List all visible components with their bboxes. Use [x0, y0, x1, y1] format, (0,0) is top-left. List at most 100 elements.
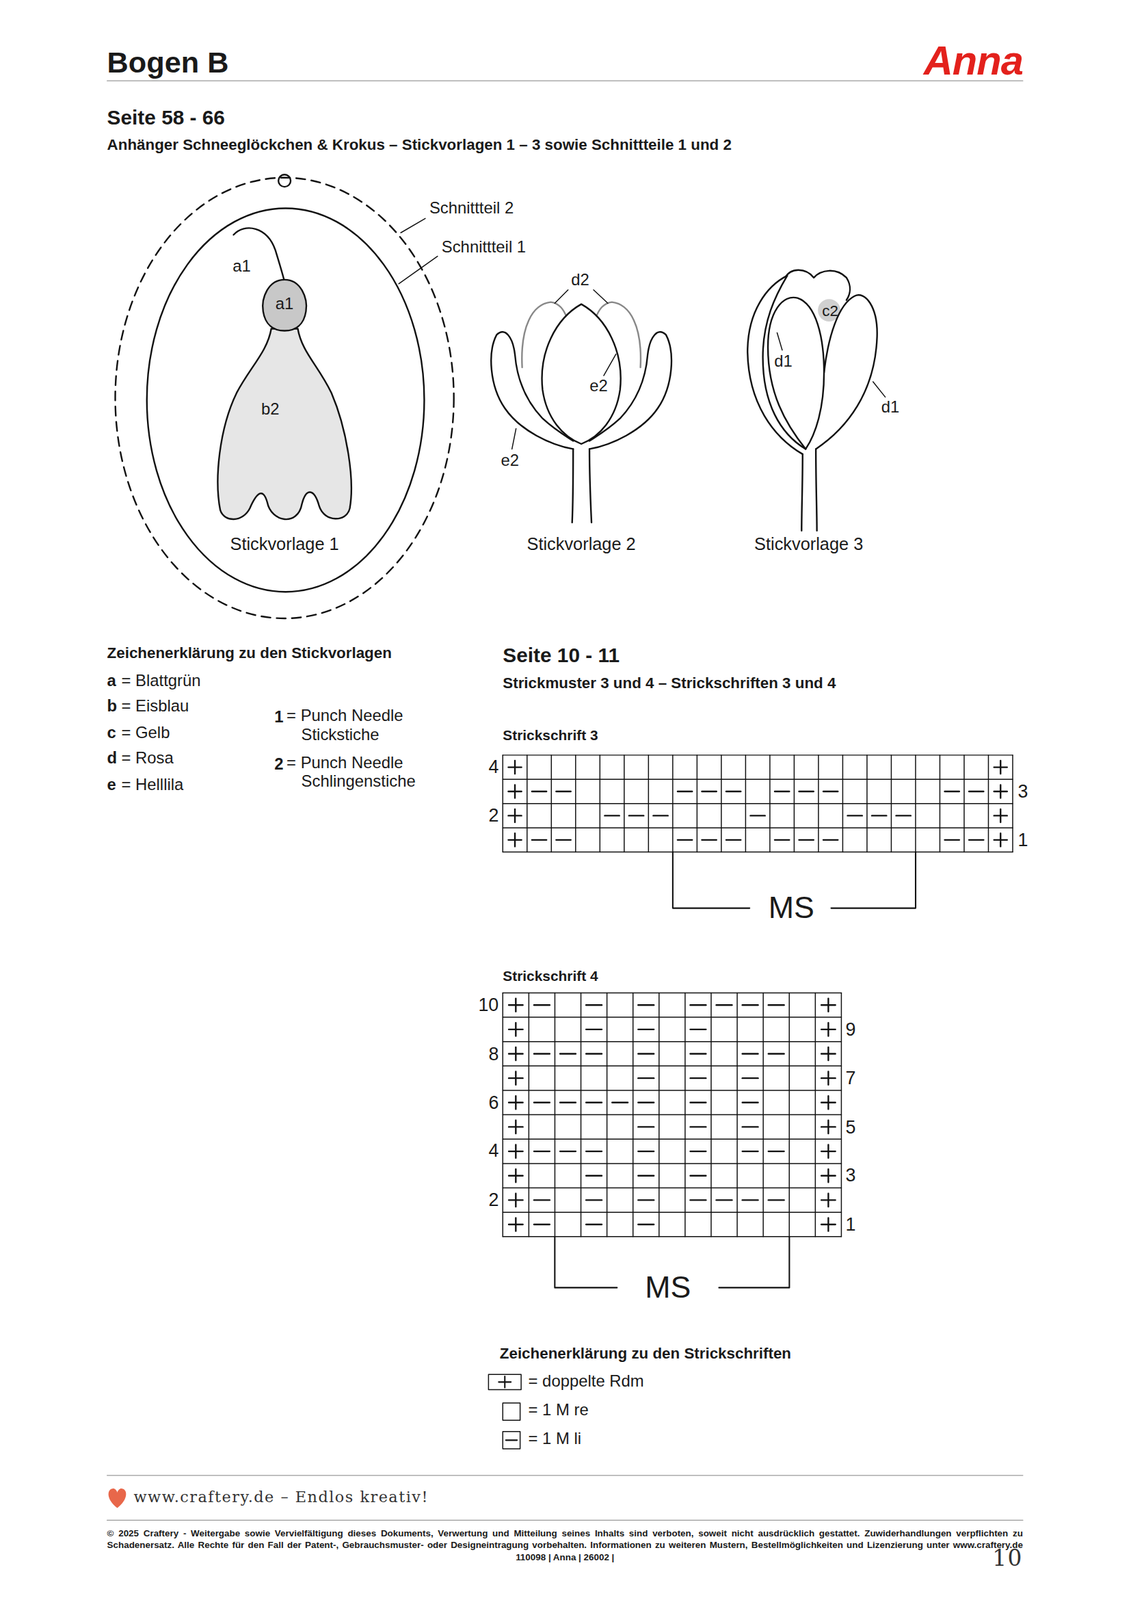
legend-text: = 1 M li	[528, 1428, 582, 1447]
knitting-chart	[502, 754, 1013, 853]
grid-line	[841, 992, 842, 1236]
minus-symbol	[586, 1028, 602, 1030]
minus-symbol	[586, 1198, 602, 1201]
minus-symbol	[768, 1198, 785, 1201]
plus-symbol	[821, 1022, 836, 1036]
grid-line	[890, 754, 892, 853]
symbol-sample	[488, 1373, 522, 1389]
symbol-sample	[502, 1402, 520, 1420]
figure-caption: Stickvorlage 1	[230, 534, 340, 555]
minus-symbol	[534, 1198, 550, 1201]
grid-line	[599, 754, 601, 853]
plus-symbol	[508, 784, 522, 798]
minus-symbol	[968, 790, 984, 792]
minus-symbol	[847, 814, 863, 816]
minus-symbol	[531, 839, 547, 841]
minus-symbol	[637, 1003, 654, 1006]
grid-line	[939, 754, 941, 853]
minus-symbol	[534, 1101, 550, 1103]
section-heading: Seite 10 - 11	[502, 642, 620, 667]
callout-label: d2	[570, 270, 590, 289]
plus-symbol	[821, 1193, 836, 1207]
grid-line	[914, 754, 916, 853]
row-number: 4	[488, 756, 499, 778]
minus-symbol	[799, 839, 814, 841]
legend-key: b	[107, 696, 118, 715]
minus-symbol	[534, 1052, 550, 1054]
row-number: 1	[845, 1213, 856, 1235]
grid-line	[842, 754, 844, 853]
grid-line	[502, 1138, 842, 1140]
minus-symbol	[799, 790, 814, 792]
minus-symbol	[534, 1003, 550, 1006]
plus-symbol	[821, 1046, 836, 1060]
grid-line	[575, 754, 576, 853]
minus-symbol	[560, 1052, 576, 1054]
grid-line	[745, 754, 747, 853]
minus-symbol	[604, 814, 619, 816]
minus-symbol	[690, 1101, 707, 1103]
leader-line	[776, 332, 782, 350]
minus-symbol	[742, 1076, 759, 1079]
minus-symbol	[690, 1052, 707, 1054]
flower-stem	[801, 448, 817, 530]
grid-line	[502, 1162, 842, 1164]
plus-symbol	[508, 1217, 524, 1231]
part-label: Schnittteil 2	[429, 198, 514, 218]
leader-line	[398, 256, 438, 284]
row-number: 9	[845, 1018, 856, 1040]
legend-text: = Rosa	[121, 748, 174, 767]
minus-symbol	[586, 1101, 602, 1103]
footer-rule	[107, 1519, 1023, 1521]
callout-label: a1	[275, 294, 295, 314]
figure-caption: Stickvorlage 3	[754, 534, 863, 555]
grid-line	[502, 1065, 842, 1067]
row-number: 10	[477, 994, 499, 1016]
minus-symbol	[555, 790, 571, 792]
legend-key: 1	[274, 707, 284, 727]
right-petal	[815, 294, 878, 449]
minus-symbol	[586, 1003, 602, 1006]
minus-symbol	[637, 1101, 654, 1103]
grid-line	[789, 992, 790, 1236]
plus-symbol	[821, 1168, 836, 1182]
footer-slogan: www.craftery.de – Endlos kreativ!	[133, 1488, 429, 1507]
minus-symbol	[968, 839, 984, 841]
center-petal	[542, 304, 621, 444]
minus-symbol	[742, 1150, 759, 1152]
minus-symbol	[690, 1174, 707, 1177]
grid-line	[528, 992, 530, 1236]
grid-line	[502, 1211, 842, 1212]
leader-line	[554, 289, 568, 303]
plus-symbol	[508, 808, 522, 822]
minus-symbol	[726, 790, 741, 792]
grid-line	[684, 992, 686, 1236]
minus-symbol	[742, 1125, 759, 1127]
minus-symbol	[742, 1003, 759, 1006]
knitting-chart	[502, 992, 842, 1236]
callout-label: b2	[261, 399, 280, 418]
leader-line	[603, 354, 617, 376]
legend-text: = Punch Needle Stickstiche	[286, 705, 442, 744]
legend-text: = Gelb	[121, 722, 170, 742]
chart-title: Strickschrift 4	[502, 967, 598, 984]
plus-symbol	[508, 760, 522, 774]
minus-symbol	[586, 1150, 602, 1152]
section-subtitle: Strickmuster 3 und 4 – Strickschriften 3…	[502, 674, 836, 693]
minus-symbol	[768, 1150, 785, 1152]
callout-label: e2	[500, 450, 520, 470]
grid-line	[502, 851, 1013, 853]
minus-symbol	[506, 1438, 517, 1441]
plus-symbol	[508, 1193, 524, 1207]
grid-line	[526, 754, 528, 853]
part-label: Schnittteil 1	[441, 237, 526, 256]
legend-text: = Blattgrün	[121, 670, 201, 690]
plus-symbol	[821, 1120, 836, 1134]
callout-label: d1	[774, 351, 793, 370]
minus-symbol	[586, 1052, 602, 1054]
cut-piece-outline	[147, 207, 425, 592]
legend-heading: Zeichenerklärung zu den Strickschriften	[499, 1344, 792, 1363]
legend-key: d	[107, 748, 118, 767]
grid-line	[502, 754, 1013, 755]
grid-line	[696, 754, 698, 853]
